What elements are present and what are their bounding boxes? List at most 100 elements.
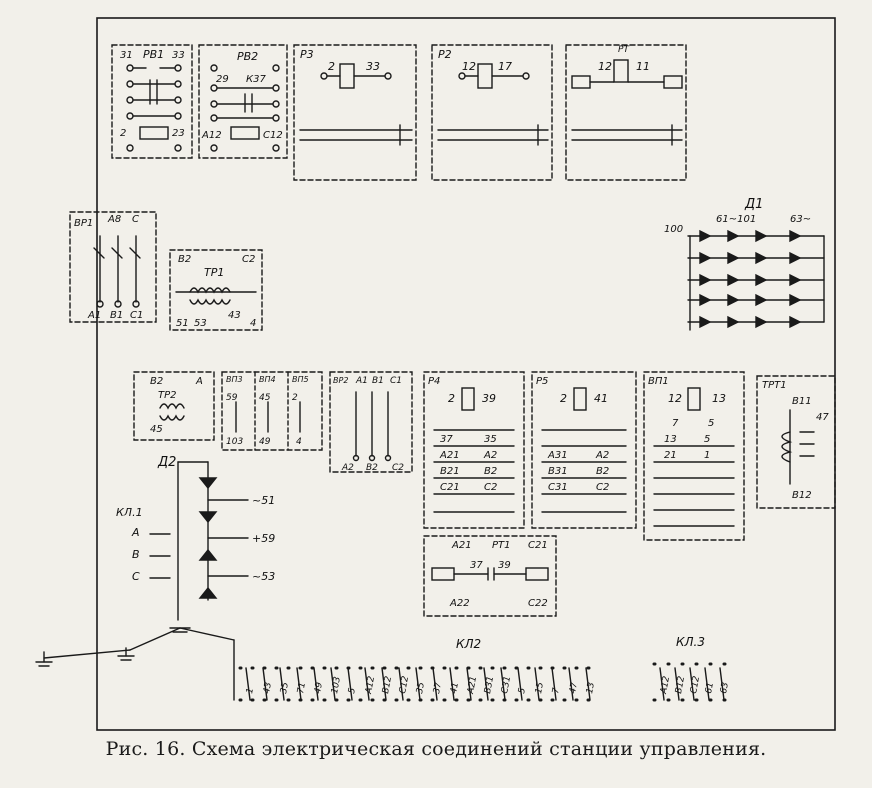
tr2-top-left: В2 (150, 376, 163, 387)
kl1-title: КЛ.1 (116, 506, 143, 519)
r2-coil-right: 17 (498, 60, 512, 73)
block-tr1: В2 ТР1 С2 51 53 43 4 (169, 249, 263, 331)
trt1-bottom: В12 (792, 490, 812, 501)
kl1-terminal-c: С (132, 570, 140, 583)
kl2-terminal-label: 49 (313, 681, 325, 694)
d2-tap-3: ~53 (252, 570, 275, 583)
rv1-bottom-left: 2 (120, 128, 126, 139)
block-vr1: ВР1 А8 С А1 В1 С1 (69, 211, 157, 323)
kl2-terminal-line (364, 667, 370, 701)
kl2-terminal-label: А12 (364, 675, 377, 695)
kl2-terminal-label: 15 (534, 681, 546, 694)
block-vp-switches: ВП3 ВП4 ВП5 59 45 2 103 49 4 (221, 371, 323, 451)
kl2-terminal-line (313, 667, 319, 701)
figure-caption: Рис. 16. Схема электрическая соединений … (105, 738, 767, 760)
kl2-terminal-line (585, 667, 591, 701)
tr1-bottom-51: 51 (176, 318, 189, 329)
vp1-row1-left: 7 (672, 418, 679, 429)
block-trt1: ТРТ1 В11 47 В12 (756, 375, 836, 509)
rv1-top-left: 31 (120, 50, 133, 61)
kl2-terminal-line (534, 667, 540, 701)
tr1-top-right: С2 (242, 254, 255, 265)
kl2-terminal-line (296, 667, 302, 701)
kl2-terminal-label: 43 (262, 681, 274, 694)
r2-title: Р2 (438, 48, 452, 61)
kl2-terminal-line (568, 667, 574, 701)
kl3-terminal-line (674, 667, 680, 701)
rv2-label-b: К37 (246, 74, 266, 85)
kl2-terminal-line (449, 667, 455, 701)
r4-row1-left: 37 (440, 434, 453, 445)
block-d2: Д2 ~51 +59 ~53 (157, 455, 275, 621)
kl2-terminal-line (279, 667, 285, 701)
vp4-top: 45 (259, 393, 271, 403)
kl2-terminal-label: 47 (568, 681, 580, 694)
r5-coil-left: 2 (560, 392, 567, 405)
kl2-terminal-line (415, 667, 421, 701)
kl1-terminal-a: А (131, 526, 140, 539)
tr1-title: ТР1 (204, 266, 224, 279)
r4-row3-right: В2 (484, 466, 497, 477)
kl2-terminal-label: 13 (585, 681, 597, 694)
rv2-title: РВ2 (237, 50, 258, 63)
block-r3: Р3 2 33 (293, 44, 417, 181)
kl2-terminal-label: 1 (245, 687, 256, 694)
block-rv1: РВ1 31 33 2 23 (111, 44, 193, 159)
block-d1: Д1 100 61~101 63~ (664, 197, 825, 331)
kl2-terminal-line (262, 667, 268, 701)
d1-left: 100 (664, 224, 683, 235)
block-r4: Р4 2 39 37 35 А21 А2 В21 В2 С21 С2 (423, 371, 525, 529)
r4-coil-right: 39 (482, 392, 496, 405)
kl2-terminal-label: 37 (432, 681, 444, 694)
vp1-row2-left: 13 (664, 434, 677, 445)
kl3-terminal-label: А12 (659, 675, 672, 695)
kl3-terminal-label: 63 (719, 681, 731, 694)
block-rt1: А21 РТ1 С21 37 39 А22 С22 (423, 535, 557, 617)
vp5-top: 2 (292, 393, 298, 403)
kl2-terminal-line (398, 667, 404, 701)
tr2-title: ТР2 (158, 390, 177, 401)
kl2-terminal-line (330, 667, 336, 701)
rt1-top-right: С21 (528, 540, 548, 551)
rt1-title: РТ1 (492, 540, 511, 551)
vp4-title: ВП4 (259, 375, 276, 384)
rt1-top-left: А21 (451, 540, 472, 551)
kl2-terminal-label: 35 (279, 681, 291, 694)
kl2-terminal-label: А21 (466, 675, 479, 695)
block-rv2: РВ2 29 К37 А12 С12 (198, 44, 288, 159)
r3-title: Р3 (300, 48, 314, 61)
kl2-terminal-line (432, 667, 438, 701)
kl3-terminal-line (719, 667, 725, 701)
r5-row2-left: А31 (547, 450, 568, 461)
block-vr2: ВР2 А1 В1 С1 А2 В2 С2 (329, 371, 413, 473)
kl2-terminal-label: 35 (415, 681, 427, 694)
kl2-terminal-label: 5 (517, 687, 528, 695)
rv1-bottom-right: 23 (172, 128, 185, 139)
kl2-terminal-line (245, 667, 251, 701)
kl3-terminal-label: В12 (674, 675, 687, 694)
kl2-terminal-line (483, 667, 489, 701)
vr1-bottom-a: А1 (87, 310, 101, 321)
vp3-top: 59 (226, 393, 238, 403)
kl2-terminal-line (347, 667, 353, 701)
rv2-bottom-left: А12 (201, 130, 222, 141)
rv2-label-a: 29 (216, 74, 229, 85)
rt1-bottom-right: С22 (528, 598, 548, 609)
vp3-title: ВП3 (226, 375, 243, 384)
r4-row4-left: С21 (440, 482, 460, 493)
block-r5: Р5 2 41 А31 А2 В31 В2 С31 С2 (531, 371, 637, 529)
vr1-top-c: С (132, 214, 139, 225)
kl3-terminal-label: 61 (704, 682, 716, 695)
rv1-top-right: 33 (172, 50, 185, 61)
kl2-terminal-label: 7 (551, 687, 562, 695)
tr1-top-left: В2 (178, 254, 191, 265)
kl2-terminal-label: С31 (500, 675, 513, 694)
tr1-bottom-43: 43 (228, 310, 241, 321)
r5-title: Р5 (536, 376, 548, 387)
kl3-terminal-line (689, 667, 695, 701)
kl2-terminal-line (517, 667, 523, 701)
kl2-terminal-label: 71 (296, 682, 308, 695)
kl2-terminal-label: 41 (449, 682, 461, 695)
